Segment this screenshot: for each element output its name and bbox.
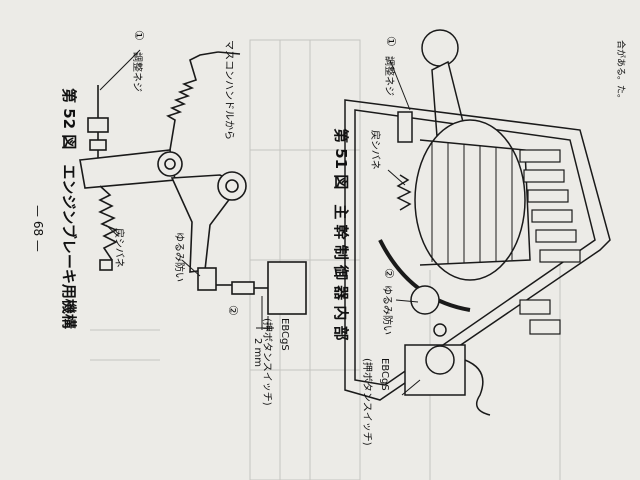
- fig52-marker-2: ②: [226, 305, 240, 316]
- fig52-slack-prevention-label: ゆるみ防い: [173, 232, 184, 282]
- fig51-caption: 第 51 図 主 幹 制 御 器 内 部: [332, 128, 350, 341]
- fig52-ebcs-label: EBCgS: [279, 318, 290, 351]
- fig52-master-controller-label: マスコンハンドルから: [223, 40, 234, 140]
- fig51-return-spring-label: 戻シバネ: [369, 130, 380, 170]
- fig52-drawing: [79, 49, 307, 330]
- page-number: — 68 —: [31, 205, 45, 252]
- fig51-push-switch-label: (押ボタンスイッチ): [361, 358, 372, 446]
- fig51-adjust-screw-label: 調整ネジ: [383, 56, 394, 96]
- top-right-text: 合がある。た。: [615, 40, 625, 104]
- fig52-push-switch-label: (押ボタンスイッチ): [261, 318, 272, 406]
- fig52-adjust-screw-label: 調整ネジ: [131, 52, 142, 92]
- fig51-slack-label: ゆるみ防い: [381, 285, 392, 335]
- fig52-caption: 第 52 図 エンジンブレーキ用機構: [60, 88, 78, 329]
- fig51-ebcs-label: EBCgS: [379, 358, 390, 391]
- fig52-return-spring-label: 戻シバネ: [113, 228, 124, 268]
- fig51-drawing: [344, 29, 611, 416]
- fig51-marker-1: ①: [384, 36, 398, 47]
- fig52-marker-1: ①: [132, 30, 146, 41]
- fig52-gap-label: 2 mm: [252, 338, 263, 368]
- fig51-marker-2: ②: [382, 268, 396, 279]
